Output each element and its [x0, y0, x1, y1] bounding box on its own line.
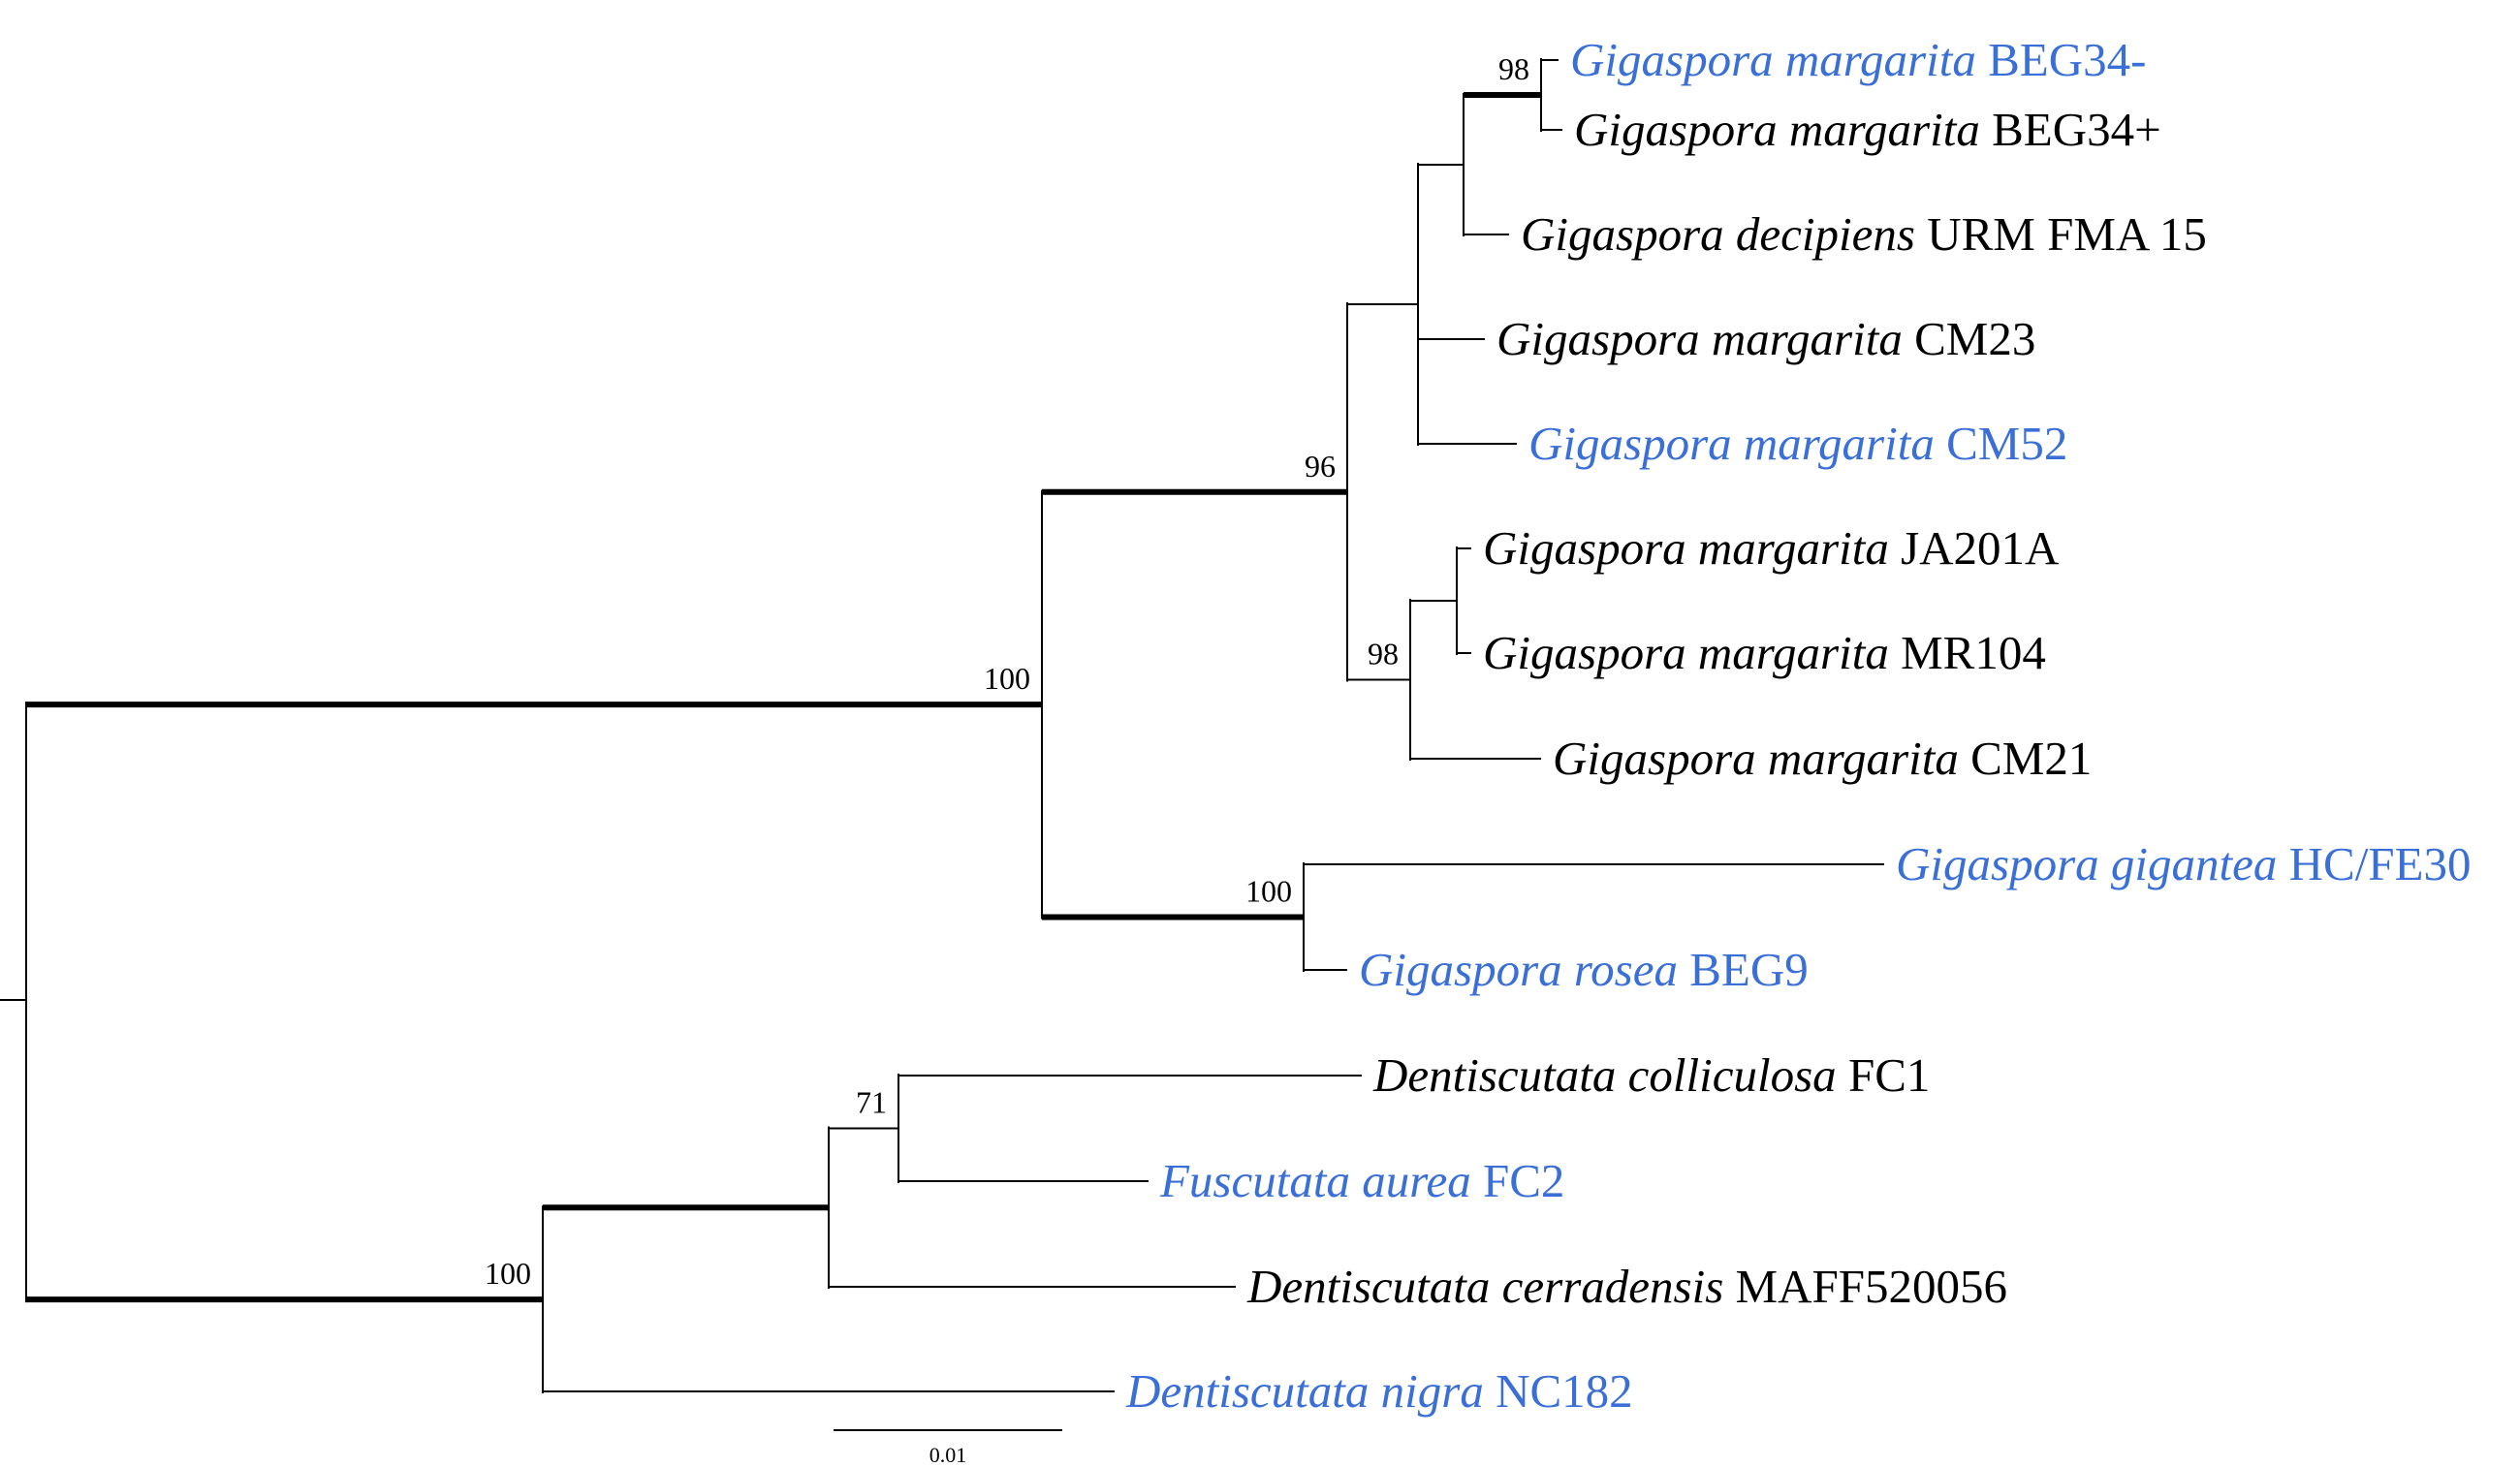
support-values: 98 98 96 100 100 71 100 — [485, 51, 1529, 1291]
taxon-species-name: Fuscutata aurea — [1159, 1154, 1471, 1207]
tree-branches — [0, 58, 1884, 1393]
support-value: 100 — [984, 661, 1030, 696]
taxon-strain: FC2 — [1471, 1154, 1565, 1207]
taxon-label: Gigaspora margarita JA201A — [1483, 521, 2060, 575]
taxon-label: Gigaspora margarita MR104 — [1483, 626, 2046, 679]
taxon-species-name: Gigaspora margarita — [1553, 732, 1959, 785]
taxon-labels: Gigaspora margarita BEG34-Gigaspora marg… — [1125, 33, 2472, 1418]
taxon-label: Dentiscutata colliculosa FC1 — [1372, 1048, 1930, 1102]
taxon-strain: JA201A — [1889, 521, 2060, 575]
support-value: 71 — [856, 1085, 887, 1120]
support-value: 96 — [1305, 449, 1336, 484]
taxon-label: Gigaspora margarita CM21 — [1553, 732, 2092, 785]
taxon-strain: BEG34- — [1976, 33, 2147, 86]
taxon-label: Gigaspora margarita CM52 — [1528, 417, 2067, 470]
taxon-species-name: Gigaspora margarita — [1574, 103, 1980, 156]
taxon-strain: CM21 — [1959, 732, 2093, 785]
taxon-strain: BEG9 — [1678, 943, 1809, 996]
scale-bar: 0.01 — [834, 1429, 1062, 1467]
taxon-strain: MAFF520056 — [1723, 1260, 2007, 1313]
taxon-species-name: Gigaspora margarita — [1570, 33, 1976, 86]
taxon-strain: FC1 — [1837, 1048, 1931, 1102]
taxon-strain: CM52 — [1935, 417, 2068, 470]
taxon-species-name: Gigaspora gigantea — [1896, 837, 2277, 890]
support-value: 98 — [1368, 637, 1399, 671]
taxon-label: Gigaspora margarita BEG34+ — [1574, 103, 2161, 156]
taxon-label: Dentiscutata nigra NC182 — [1125, 1364, 1633, 1418]
taxon-strain: NC182 — [1484, 1364, 1633, 1418]
taxon-strain: CM23 — [1903, 312, 2036, 365]
taxon-species-name: Gigaspora decipiens — [1521, 207, 1915, 261]
taxon-label: Gigaspora margarita BEG34- — [1570, 33, 2146, 86]
support-value: 100 — [1245, 874, 1292, 909]
taxon-label: Gigaspora rosea BEG9 — [1359, 943, 1809, 996]
support-value: 98 — [1498, 51, 1529, 86]
taxon-strain: BEG34+ — [1980, 103, 2161, 156]
taxon-strain: MR104 — [1889, 626, 2046, 679]
taxon-species-name: Gigaspora rosea — [1359, 943, 1678, 996]
taxon-species-name: Gigaspora margarita — [1496, 312, 1903, 365]
taxon-label: Gigaspora decipiens URM FMA 15 — [1521, 207, 2207, 261]
taxon-species-name: Dentiscutata cerradensis — [1246, 1260, 1723, 1313]
taxon-species-name: Dentiscutata nigra — [1125, 1364, 1484, 1418]
taxon-label: Gigaspora gigantea HC/FE30 — [1896, 837, 2472, 890]
taxon-species-name: Dentiscutata colliculosa — [1372, 1048, 1837, 1102]
taxon-species-name: Gigaspora margarita — [1483, 626, 1889, 679]
taxon-label: Fuscutata aurea FC2 — [1159, 1154, 1564, 1207]
taxon-strain: URM FMA 15 — [1915, 207, 2207, 261]
taxon-label: Gigaspora margarita CM23 — [1496, 312, 2035, 365]
taxon-label: Dentiscutata cerradensis MAFF520056 — [1246, 1260, 2007, 1313]
taxon-species-name: Gigaspora margarita — [1483, 521, 1889, 575]
support-value: 100 — [485, 1256, 531, 1291]
taxon-species-name: Gigaspora margarita — [1528, 417, 1935, 470]
scale-bar-label: 0.01 — [929, 1443, 967, 1467]
taxon-strain: HC/FE30 — [2277, 837, 2471, 890]
